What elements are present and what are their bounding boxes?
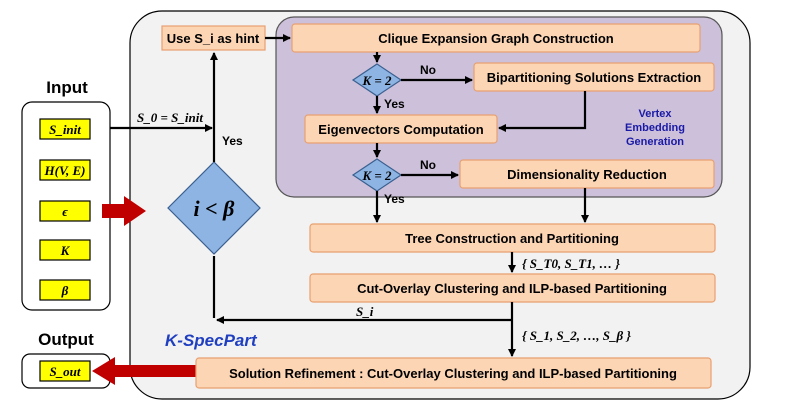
clique-expansion-label: Clique Expansion Graph Construction (378, 31, 614, 46)
cut-overlay-label: Cut-Overlay Clustering and ILP-based Par… (357, 281, 667, 296)
yes-label-loop: Yes (222, 134, 243, 148)
bipartitioning-label: Bipartitioning Solutions Extraction (487, 70, 702, 85)
input-label-hypergraph: H(V, E) (44, 163, 86, 178)
eigenvectors-label: Eigenvectors Computation (318, 122, 483, 137)
arrow-bipart-to-eigen (498, 91, 587, 132)
no-label-2: No (420, 158, 436, 172)
refinement-label: Solution Refinement : Cut-Overlay Cluste… (229, 366, 677, 381)
input-label-sinit: S_init (49, 122, 81, 137)
eigenvectors-box (304, 114, 498, 144)
input-title: Input (46, 78, 88, 97)
bipartitioning-box (473, 62, 715, 92)
tree-label: Tree Construction and Partitioning (405, 231, 619, 246)
dimensionality-box (459, 159, 715, 189)
embedding-label-line3: Generation (626, 136, 684, 148)
k2-decision-1-label: K = 2 (361, 73, 392, 88)
embedding-label-line2: Embedding (625, 122, 685, 134)
input-label-epsilon: ϵ (62, 204, 68, 219)
refinement-box (195, 357, 712, 389)
init-assignment-label: S_0 = S_init (137, 110, 203, 125)
no-label-1: No (420, 63, 436, 77)
loop-decision (167, 161, 261, 255)
dimensionality-label: Dimensionality Reduction (507, 167, 667, 182)
input-label-k: K (60, 243, 71, 258)
kspecpart-label: K-SpecPart (165, 331, 258, 350)
input-item-beta (39, 279, 91, 301)
input-red-arrow (102, 196, 146, 226)
output-label-sout: S_out (49, 364, 80, 379)
clique-expansion-box (291, 23, 701, 53)
input-item-k (39, 239, 91, 261)
loop-decision-label: i < β (194, 196, 236, 221)
solution-set-label: { S_1, S_2, …, S_β } (522, 328, 631, 343)
yes-label-2: Yes (384, 192, 405, 206)
embedding-group (275, 16, 723, 198)
input-item-sinit (39, 118, 91, 140)
si-label: S_i (356, 304, 374, 319)
hint-box-label: Use S_i as hint (167, 31, 260, 46)
k2-decision-2-label: K = 2 (361, 168, 392, 183)
input-label-beta: β (61, 283, 69, 298)
output-red-arrow (92, 357, 196, 385)
input-item-epsilon (39, 200, 91, 222)
output-item (39, 360, 91, 382)
yes-label-1: Yes (384, 97, 405, 111)
output-title: Output (38, 330, 94, 349)
tree-solutions-label: { S_T0, S_T1, … } (522, 256, 620, 271)
embedding-label-line1: Vertex (638, 108, 672, 120)
input-item-hypergraph (39, 159, 91, 181)
